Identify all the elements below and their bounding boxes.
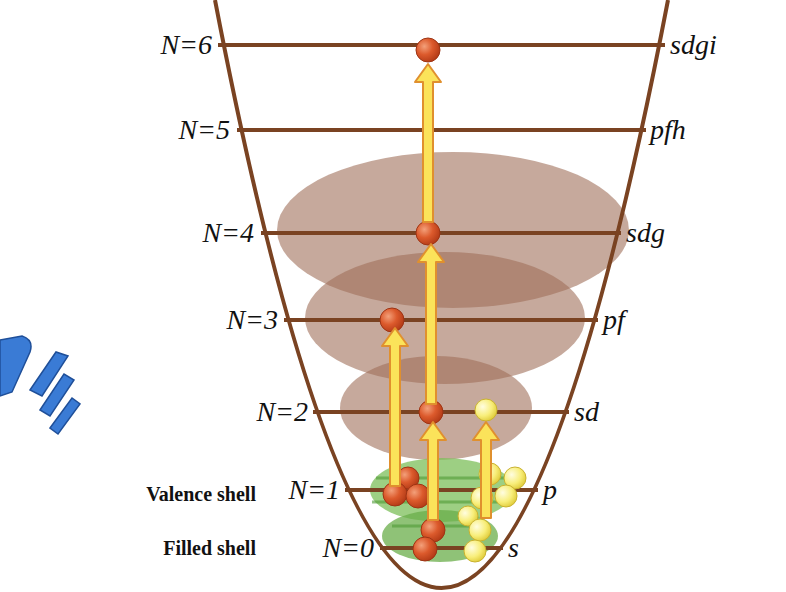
level-label: sdg: [626, 218, 665, 249]
level-lines: [218, 45, 665, 548]
level-label: N=4: [202, 218, 254, 249]
excitation-arrows: [382, 64, 499, 520]
level-label: N=1: [288, 475, 340, 506]
level-label: sd: [574, 397, 599, 428]
shell-clouds: [277, 152, 629, 460]
level-label: N=5: [178, 115, 230, 146]
shell-label: Valence shell: [146, 483, 256, 505]
level-label: sdgi: [670, 30, 717, 61]
level-label: N=2: [256, 397, 308, 428]
level-label: p: [543, 475, 557, 506]
level-label: N=6: [160, 30, 212, 61]
potential-well: [215, 0, 668, 588]
level-label: pf: [603, 305, 625, 336]
level-label: N=0: [322, 533, 374, 564]
level-label: pfh: [650, 115, 686, 146]
level-label: N=3: [226, 305, 278, 336]
shell-label: Filled shell: [163, 537, 256, 559]
level-label: s: [508, 533, 519, 564]
excited-dots: [380, 38, 445, 561]
beam-stripes: [0, 336, 80, 434]
